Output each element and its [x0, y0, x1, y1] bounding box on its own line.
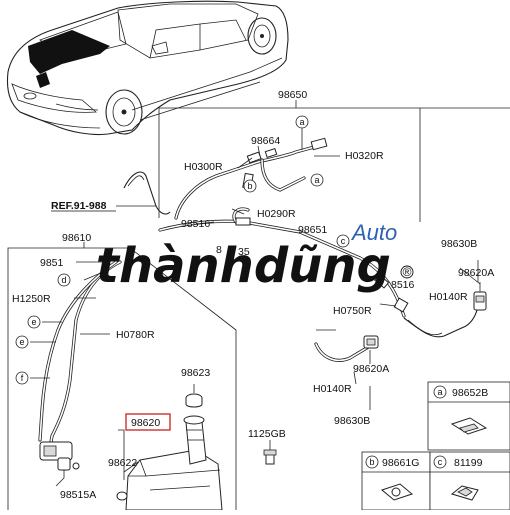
- right-nozzle-hose: [403, 282, 487, 338]
- label-h0140r-mid: H0140R: [313, 383, 352, 395]
- callout-e-2: e: [15, 335, 29, 349]
- label-98664: 98664: [251, 135, 280, 147]
- label-h0300r: H0300R: [184, 161, 223, 173]
- watermark-auto: Auto: [350, 220, 397, 245]
- svg-text:c: c: [341, 236, 346, 246]
- svg-text:a: a: [437, 387, 442, 397]
- ref-cable: [123, 171, 171, 215]
- legend-b-part: 98661G: [382, 457, 419, 469]
- label-1125gb: 1125GB: [248, 428, 286, 440]
- callout-circles: a a b c d e e f: [15, 115, 350, 385]
- label-98651: 98651: [298, 224, 327, 236]
- label-98620a-top: 98620A: [458, 267, 494, 279]
- left-long-hose: [38, 260, 122, 450]
- callout-f-1: f: [15, 371, 29, 385]
- svg-text:a: a: [314, 175, 319, 185]
- lower-nozzle-hose: [314, 335, 379, 362]
- bolt-1125gb: [263, 440, 277, 465]
- label-8516: 8516: [391, 279, 415, 291]
- svg-text:a: a: [299, 117, 304, 127]
- label-h0320r: H0320R: [345, 150, 384, 162]
- legend-c-part: 81199: [454, 457, 483, 469]
- assembly-frame-98610: [7, 247, 237, 510]
- car-illustration: [6, 0, 289, 136]
- svg-text:c: c: [438, 457, 443, 467]
- upper-hose-assembly: [174, 137, 328, 220]
- part-labels: 98650 98664 H0300R H0320R REF.91-988 985…: [12, 89, 494, 501]
- label-h0140r-top: H0140R: [429, 291, 468, 303]
- callout-b-1: b: [243, 179, 257, 193]
- label-98630b-top: 98630B: [441, 238, 477, 250]
- callout-a-2: a: [310, 173, 324, 187]
- watermark: thànhdũng Auto ®: [96, 220, 414, 294]
- clip-81199: [450, 485, 479, 501]
- callout-a-1: a: [295, 115, 309, 129]
- label-h0290r: H0290R: [257, 208, 296, 220]
- highlight-box-98620: [125, 413, 171, 431]
- label-h0780r: H0780R: [116, 329, 155, 341]
- label-98622: 98622: [108, 457, 137, 469]
- clip-98661g: [380, 483, 414, 501]
- callout-e-1: e: [27, 315, 41, 329]
- label-98630b-mid: 98630B: [334, 415, 370, 427]
- label-ref: REF.91-988: [51, 200, 107, 212]
- label-98515a: 98515A: [60, 489, 96, 501]
- assembly-frame-98650: [158, 107, 510, 218]
- svg-text:d: d: [61, 275, 66, 285]
- watermark-registered: ®: [403, 265, 412, 279]
- label-partial-35: 35: [238, 246, 250, 258]
- svg-text:b: b: [247, 181, 252, 191]
- label-98620: 98620: [131, 417, 160, 429]
- legend-box-c: c 81199: [429, 451, 510, 511]
- callout-d-1: d: [57, 273, 71, 287]
- label-partial-8: 8: [216, 244, 222, 256]
- callout-c-1: c: [336, 234, 350, 248]
- legend-box-b: b 98661G: [361, 451, 431, 511]
- svg-text:e: e: [31, 317, 36, 327]
- label-98620a-mid: 98620A: [353, 363, 389, 375]
- leader-lines: [30, 145, 481, 487]
- label-98623: 98623: [181, 367, 210, 379]
- label-h0750r: H0750R: [333, 305, 372, 317]
- reservoir-cap: [185, 384, 203, 408]
- watermark-brand: thànhdũng: [96, 238, 391, 294]
- legend-a-part: 98652B: [452, 387, 488, 399]
- label-9851: 9851: [40, 257, 64, 269]
- label-98610: 98610: [62, 232, 91, 244]
- rear-wheel: [247, 17, 277, 55]
- clip-98652b: [450, 417, 488, 435]
- label-h1250r: H1250R: [12, 293, 51, 305]
- label-98516-a: 98516: [181, 218, 210, 230]
- svg-text:f: f: [21, 373, 24, 383]
- front-wheel: [105, 89, 143, 135]
- hood-highlight: [28, 30, 110, 74]
- svg-text:e: e: [19, 337, 24, 347]
- washer-reservoir: [116, 415, 223, 511]
- label-98650: 98650: [278, 89, 307, 101]
- nozzle-98630b-top: [473, 282, 487, 311]
- washer-pump: [39, 441, 80, 478]
- middle-hose-assembly: [158, 207, 409, 318]
- legend-box-a: a 98652B: [427, 381, 510, 451]
- svg-text:b: b: [369, 457, 374, 467]
